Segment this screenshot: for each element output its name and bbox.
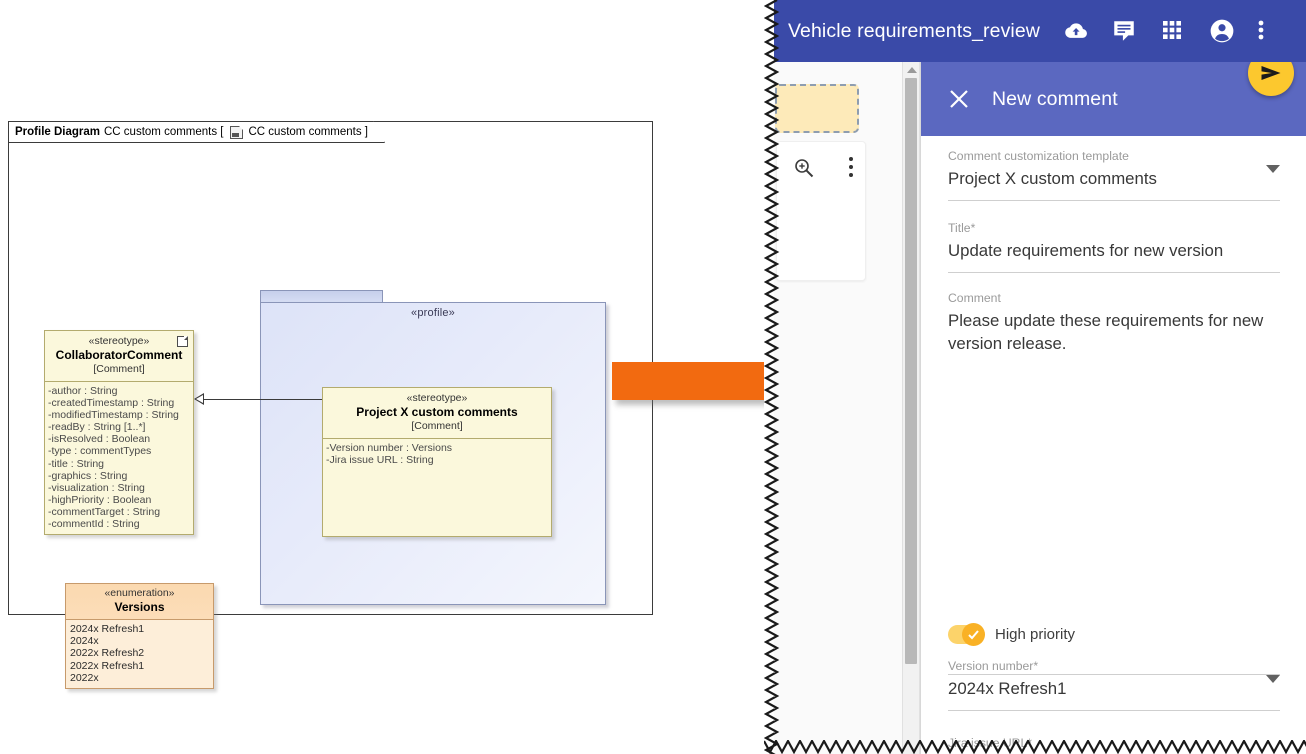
- vertical-scrollbar[interactable]: [902, 62, 920, 754]
- class-metaclass: [Comment]: [411, 420, 463, 432]
- comment-field-underline: [948, 674, 1280, 675]
- class-name: Project X custom comments: [356, 405, 518, 419]
- class-attribute: -Version number : Versions: [326, 442, 453, 454]
- app-top-bar: Vehicle requirements_review: [774, 0, 1306, 62]
- close-icon[interactable]: [948, 88, 970, 110]
- send-icon: [1261, 66, 1281, 80]
- field-jira-issue-url[interactable]: Jira issue URL* jira.namespace.com/ID123: [948, 735, 1280, 754]
- zoom-in-icon[interactable]: [794, 158, 814, 178]
- class-attribute: -Jira issue URL : String: [326, 454, 434, 467]
- field-version-number[interactable]: Version number* 2024x Refresh1: [948, 658, 1280, 720]
- field-comment-customization-template[interactable]: Comment customization template Project X…: [948, 148, 1280, 208]
- diagram-frame-name: CC custom comments [: [104, 126, 224, 138]
- class-attribute-list: -Version number : Versions -Jira issue U…: [323, 439, 551, 470]
- comment-shape-icon: [177, 336, 188, 347]
- diagram-icon: [230, 126, 243, 139]
- class-name: CollaboratorComment: [55, 348, 183, 362]
- cloud-upload-icon[interactable]: [1062, 18, 1088, 44]
- enumeration-literal: 2024x Refresh1: [70, 623, 145, 635]
- enumeration-literal-list: 2024x Refresh1 2024x 2022x Refresh2 2022…: [66, 620, 213, 689]
- canvas-card[interactable]: [776, 141, 866, 281]
- field-value: 2024x Refresh1: [948, 679, 1067, 698]
- account-circle-icon[interactable]: [1209, 18, 1235, 44]
- chevron-down-icon[interactable]: [1266, 165, 1280, 173]
- enumeration-literal: 2024x: [70, 635, 99, 648]
- field-title[interactable]: Title* Update requirements for new versi…: [948, 220, 1280, 282]
- chevron-down-icon[interactable]: [1266, 675, 1280, 683]
- class-attribute: -isResolved : Boolean: [48, 433, 151, 446]
- more-vert-icon[interactable]: [1258, 18, 1264, 44]
- field-value: Project X custom comments: [948, 169, 1157, 188]
- top-bar-actions: [1062, 18, 1264, 44]
- new-comment-pane: New comment Comment customization templa…: [920, 50, 1306, 754]
- new-comment-form: Comment customization template Project X…: [921, 136, 1306, 754]
- class-attribute: -modifiedTimestamp : String: [48, 409, 179, 422]
- connector-line: [204, 399, 324, 400]
- new-comment-title: New comment: [992, 87, 1118, 110]
- diagram-frame-kind: Profile Diagram: [15, 126, 100, 138]
- app-title: Vehicle requirements_review: [788, 19, 1040, 42]
- uml-class-collaborator-comment[interactable]: «stereotype» CollaboratorComment [Commen…: [44, 330, 194, 536]
- uml-class-project-x-custom-comments[interactable]: «stereotype» Project X custom comments […: [322, 387, 552, 537]
- new-comment-header: New comment: [921, 62, 1306, 136]
- field-label: Title*: [948, 221, 976, 235]
- class-header: «stereotype» CollaboratorComment [Commen…: [45, 331, 193, 382]
- diagram-frame-name-tail: CC custom comments ]: [248, 126, 368, 138]
- diagram-frame-label: Profile Diagram CC custom comments [ CC …: [8, 121, 385, 143]
- enumeration-name: Versions: [114, 600, 165, 614]
- class-attribute: -commentId : String: [48, 518, 140, 531]
- enumeration-literal: 2022x Refresh1: [70, 659, 145, 672]
- class-attribute: -readBy : String [1..*]: [48, 421, 146, 434]
- scroll-up-arrow-icon[interactable]: [907, 67, 917, 73]
- class-metaclass: [Comment]: [93, 363, 145, 375]
- comment-icon[interactable]: [1111, 18, 1137, 44]
- class-attribute: -type : commentTypes: [48, 445, 152, 458]
- uml-profile-diagram: Profile Diagram CC custom comments [ CC …: [8, 121, 653, 690]
- generalization-connector: [194, 392, 324, 408]
- class-attribute: -author : String: [48, 385, 118, 397]
- apps-grid-icon[interactable]: [1160, 18, 1186, 44]
- package-tab: [260, 290, 383, 303]
- class-stereotype: «stereotype»: [406, 392, 468, 404]
- scrollbar-thumb[interactable]: [905, 78, 917, 664]
- field-underline: [948, 272, 1280, 273]
- enumeration-literal: 2022x Refresh2: [70, 647, 145, 660]
- field-value: Update requirements for new version: [948, 241, 1224, 260]
- enumeration-stereotype: «enumeration»: [104, 587, 175, 599]
- class-attribute: -highPriority : Boolean: [48, 493, 152, 506]
- high-priority-label: High priority: [995, 626, 1076, 643]
- field-label: Jira issue URL*: [948, 736, 1032, 750]
- sticky-note[interactable]: [775, 84, 859, 133]
- class-header: «stereotype» Project X custom comments […: [323, 388, 551, 439]
- class-attribute: -createdTimestamp : String: [48, 397, 175, 410]
- uml-enumeration-versions[interactable]: «enumeration» Versions 2024x Refresh1 20…: [65, 583, 214, 690]
- enumeration-literal: 2022x: [70, 671, 99, 684]
- field-underline: [948, 710, 1280, 711]
- collaboration-app-panel: Vehicle requirements_review: [764, 0, 1306, 754]
- package-stereotype: «profile»: [411, 307, 455, 319]
- class-attribute: -commentTarget : String: [48, 505, 161, 518]
- toggle-knob: [962, 623, 985, 646]
- field-underline: [948, 200, 1280, 201]
- enumeration-header: «enumeration» Versions: [66, 584, 213, 620]
- more-vert-icon[interactable]: [848, 157, 854, 179]
- field-label: Comment customization template: [948, 149, 1129, 163]
- field-label: Comment: [948, 291, 1001, 305]
- generalization-arrowhead-fill: [196, 394, 203, 403]
- field-value: Please update these requirements for new…: [948, 311, 1264, 353]
- class-attribute: -visualization : String: [48, 481, 145, 494]
- class-attribute: -title : String: [48, 457, 105, 470]
- class-attribute: -graphics : String: [48, 469, 128, 482]
- high-priority-toggle-row[interactable]: High priority: [948, 623, 1076, 646]
- field-comment[interactable]: Comment Please update these requirements…: [948, 290, 1280, 600]
- high-priority-toggle[interactable]: [948, 623, 985, 646]
- field-label: Version number*: [948, 659, 1039, 673]
- class-stereotype: «stereotype»: [88, 335, 150, 347]
- class-attribute-list: -author : String -createdTimestamp : Str…: [45, 382, 193, 534]
